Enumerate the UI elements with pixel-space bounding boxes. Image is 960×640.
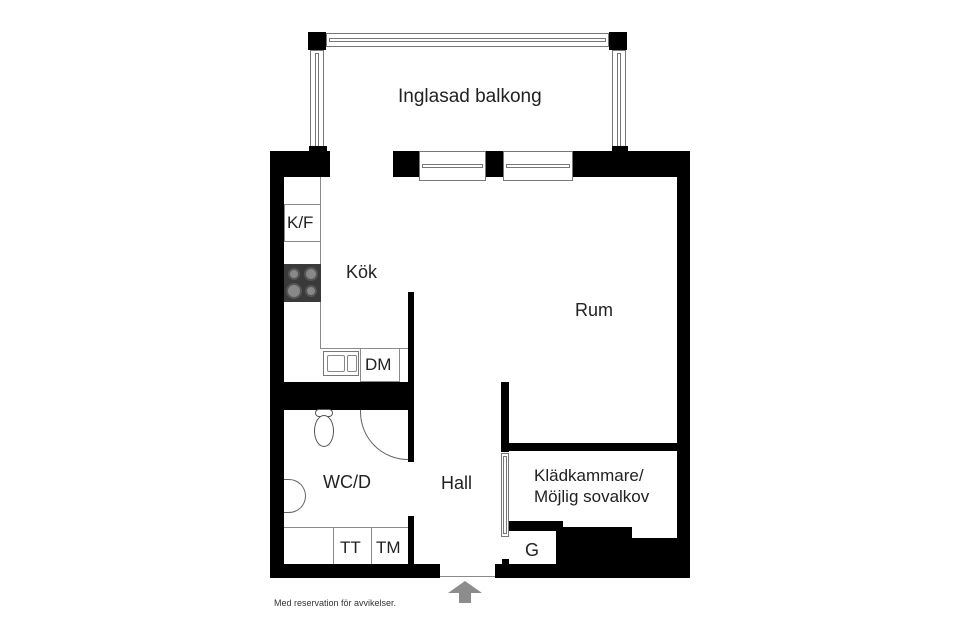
washbasin-icon	[284, 479, 306, 513]
wall-left	[270, 151, 284, 578]
burner-icon	[288, 268, 300, 280]
bath-counter-divider-1	[333, 527, 334, 564]
wall-living-closet	[501, 443, 677, 451]
balcony-corner-tl	[308, 32, 326, 50]
sliding-door	[501, 453, 509, 537]
balcony-post-right	[612, 146, 628, 154]
fixture-label-wardrobe: G	[525, 540, 540, 560]
dishwasher: DM	[360, 348, 400, 382]
wall-top-mid-a	[393, 151, 419, 177]
sink-icon	[323, 351, 359, 376]
arrow-up-icon	[448, 581, 482, 603]
fridge-freezer: K/F	[284, 204, 321, 242]
room-label-kitchen: Kök	[346, 262, 378, 282]
fixture-label-dishwasher: DM	[365, 355, 392, 374]
closet-notch	[632, 520, 677, 538]
fixture-label-dryer: TT	[340, 538, 361, 557]
closet-wall-step-2	[556, 527, 632, 539]
wall-top-mid-b	[486, 151, 503, 177]
balcony-window-top	[326, 33, 609, 47]
balcony-corner-tr	[609, 32, 627, 50]
balcony-window-left	[310, 50, 324, 150]
closet-wall-step-1	[509, 521, 563, 531]
room-label-living: Rum	[575, 300, 614, 320]
wall-right	[677, 151, 690, 578]
balcony-window-right	[612, 50, 626, 150]
bath-partition-lower	[408, 516, 414, 566]
wall-bottom-left	[270, 564, 440, 578]
room-label-bathroom: WC/D	[323, 472, 371, 492]
hob-icon	[284, 264, 321, 302]
wall-top-right	[573, 151, 690, 177]
entrance-threshold	[440, 576, 495, 577]
room-label-closet: Klädkammare/ Möjlig sovalkov	[534, 465, 649, 507]
burner-icon	[304, 267, 318, 281]
kitchen-counter-edge	[320, 177, 321, 349]
room-label-balcony: Inglasad balkong	[398, 86, 542, 107]
kitchen-partition	[408, 292, 414, 410]
bath-counter-divider-2	[371, 527, 372, 564]
wall-bottom-right	[495, 564, 690, 578]
burner-icon	[286, 283, 302, 299]
fixture-label-fridge: K/F	[287, 213, 314, 232]
window-2	[503, 151, 573, 181]
toilet-icon	[313, 409, 335, 449]
burner-icon	[305, 285, 317, 297]
closet-label-line2: Möjlig sovalkov	[534, 487, 650, 506]
disclaimer-text: Med reservation för avvikelser.	[274, 598, 397, 608]
door-stop	[502, 559, 509, 565]
fixture-label-washer: TM	[376, 538, 401, 557]
balcony-post-left	[309, 146, 327, 154]
shower-icon	[360, 410, 408, 460]
room-label-hall: Hall	[441, 473, 473, 493]
bath-counter-top	[284, 527, 408, 528]
bath-partition-upper	[408, 410, 414, 462]
wall-kitchen-bath	[270, 382, 414, 410]
closet-label-line1: Klädkammare/	[534, 466, 644, 485]
living-partition	[501, 382, 509, 452]
window-1	[419, 151, 486, 181]
